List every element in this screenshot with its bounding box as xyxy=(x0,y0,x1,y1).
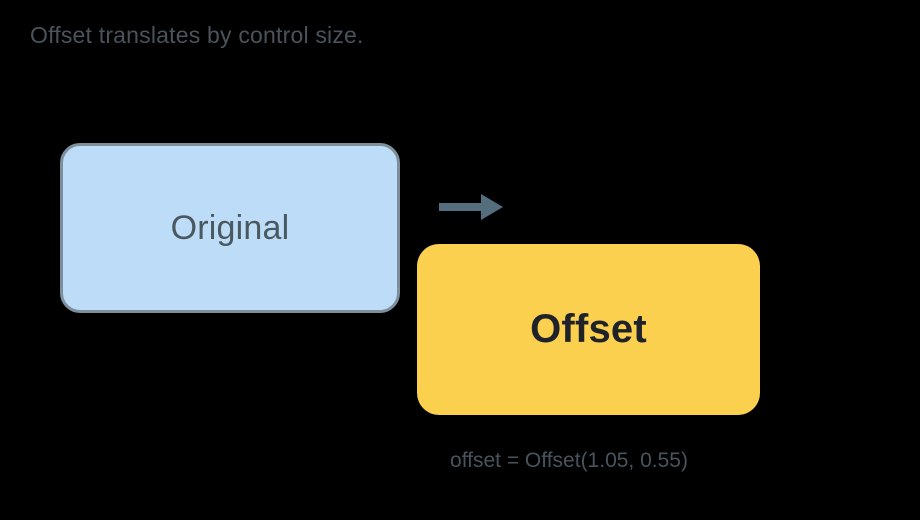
page-title: Offset translates by control size. xyxy=(30,22,364,48)
offset-box-label: Offset xyxy=(530,307,647,351)
offset-caption: offset = Offset(1.05, 0.55) xyxy=(450,449,688,472)
right-arrow-icon xyxy=(437,190,505,224)
original-box-label: Original xyxy=(170,208,290,247)
offset-box: Offset xyxy=(417,244,760,415)
original-box: Original xyxy=(60,143,400,313)
